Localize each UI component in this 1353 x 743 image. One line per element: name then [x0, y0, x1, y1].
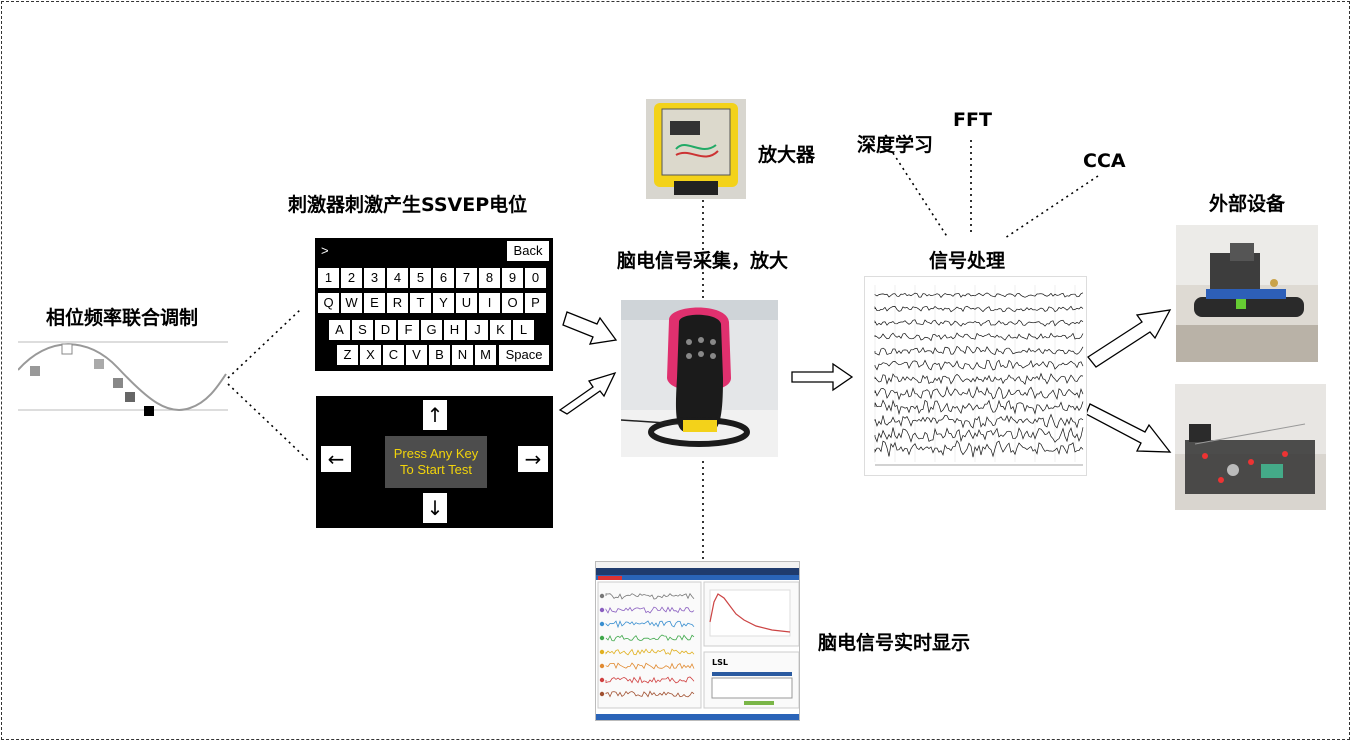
eeg-trace [874, 332, 1084, 342]
gui-channel-trace [605, 620, 695, 629]
label-modulation: 相位频率联合调制 [46, 307, 199, 329]
key-8[interactable]: 8 [479, 268, 500, 288]
eeg-trace [874, 345, 1084, 356]
gui-channel-dot [599, 593, 605, 599]
key-o[interactable]: O [502, 293, 523, 313]
label-acquisition: 脑电信号采集，放大 [617, 250, 789, 272]
robot-tank-photo [1176, 225, 1318, 362]
key-m[interactable]: M [475, 345, 496, 365]
key-r[interactable]: R [387, 293, 408, 313]
eeg-trace [874, 359, 1084, 371]
key-n[interactable]: N [452, 345, 473, 365]
label-processing: 信号处理 [929, 250, 1006, 272]
key-h[interactable]: H [444, 320, 465, 340]
gui-channel-trace [605, 662, 695, 670]
key-s[interactable]: S [352, 320, 373, 340]
start-prompt-line2: To Start Test [399, 462, 472, 477]
eeg-trace [874, 385, 1084, 401]
key-0[interactable]: 0 [525, 268, 546, 288]
down-arrow-button[interactable]: ↓ [423, 493, 447, 523]
robot-car-photo [1175, 384, 1326, 510]
key-u[interactable]: U [456, 293, 477, 313]
label-amplifier: 放大器 [758, 144, 816, 166]
eeg-trace [874, 319, 1084, 327]
key-w[interactable]: W [341, 293, 362, 313]
eeg-trace [874, 399, 1084, 416]
key-j[interactable]: J [467, 320, 488, 340]
key-x[interactable]: X [360, 345, 381, 365]
label-stimulator: 刺激器刺激产生SSVEP电位 [288, 194, 528, 216]
start-prompt-line1: Press Any Key [393, 446, 479, 461]
eeg-trace [874, 413, 1084, 429]
key-g[interactable]: G [421, 320, 442, 340]
key-v[interactable]: V [406, 345, 427, 365]
eeg-trace [874, 305, 1084, 313]
amplifier-photo [646, 99, 746, 199]
left-arrow-button[interactable]: ← [321, 446, 351, 472]
key-7[interactable]: 7 [456, 268, 477, 288]
eeg-trace [874, 439, 1084, 458]
label-external-devices: 外部设备 [1209, 193, 1286, 215]
key-2[interactable]: 2 [341, 268, 362, 288]
gui-channel-dot [599, 677, 605, 683]
key-c[interactable]: C [383, 345, 404, 365]
key-1[interactable]: 1 [318, 268, 339, 288]
virtual-keyboard: > Back 1 2 3 4 5 6 7 8 9 0 Q W E R T Y U… [315, 238, 553, 371]
key-q[interactable]: Q [318, 293, 339, 313]
gui-channel-dot [599, 621, 605, 627]
start-test-prompt[interactable]: Press Any Key To Start Test [385, 436, 487, 488]
key-k[interactable]: K [490, 320, 511, 340]
key-i[interactable]: I [479, 293, 500, 313]
key-z[interactable]: Z [337, 345, 358, 365]
gui-channel-dot [599, 607, 605, 613]
eeg-trace [874, 372, 1084, 385]
key-d[interactable]: D [375, 320, 396, 340]
key-3[interactable]: 3 [364, 268, 385, 288]
gui-channel-trace [605, 634, 695, 642]
eeg-trace [874, 292, 1084, 298]
label-cca: CCA [1083, 150, 1126, 172]
gui-channel-trace [605, 648, 695, 656]
realtime-gui-screenshot: LSL [595, 561, 800, 721]
eeg-waveform-plot [864, 276, 1087, 476]
key-p[interactable]: P [525, 293, 546, 313]
label-realtime-display: 脑电信号实时显示 [818, 632, 971, 654]
key-a[interactable]: A [329, 320, 350, 340]
eeg-trace [874, 427, 1084, 443]
gui-channel-trace [605, 606, 695, 614]
key-4[interactable]: 4 [387, 268, 408, 288]
gui-channel-trace [605, 690, 695, 698]
key-l[interactable]: L [513, 320, 534, 340]
key-space[interactable]: Space [499, 345, 549, 365]
gui-channel-dot [599, 635, 605, 641]
label-deep-learning: 深度学习 [857, 134, 934, 156]
gui-channel-dot [599, 691, 605, 697]
key-5[interactable]: 5 [410, 268, 431, 288]
key-9[interactable]: 9 [502, 268, 523, 288]
key-e[interactable]: E [364, 293, 385, 313]
key-y[interactable]: Y [433, 293, 454, 313]
keyboard-input[interactable]: > [321, 243, 329, 258]
gui-channel-trace [605, 592, 695, 600]
lsl-label: LSL [712, 658, 728, 667]
arrow-key-screen: ↑ ↓ ← → Press Any Key To Start Test [316, 396, 553, 528]
key-t[interactable]: T [410, 293, 431, 313]
right-arrow-button[interactable]: → [518, 446, 548, 472]
gui-channel-trace [605, 675, 695, 684]
up-arrow-button[interactable]: ↑ [423, 400, 447, 430]
modulation-plot [18, 341, 228, 416]
key-back[interactable]: Back [507, 241, 549, 261]
key-b[interactable]: B [429, 345, 450, 365]
gui-channel-dot [599, 649, 605, 655]
key-f[interactable]: F [398, 320, 419, 340]
key-6[interactable]: 6 [433, 268, 454, 288]
label-fft: FFT [953, 109, 992, 131]
eeg-cap-photo [621, 300, 778, 457]
gui-channel-dot [599, 663, 605, 669]
